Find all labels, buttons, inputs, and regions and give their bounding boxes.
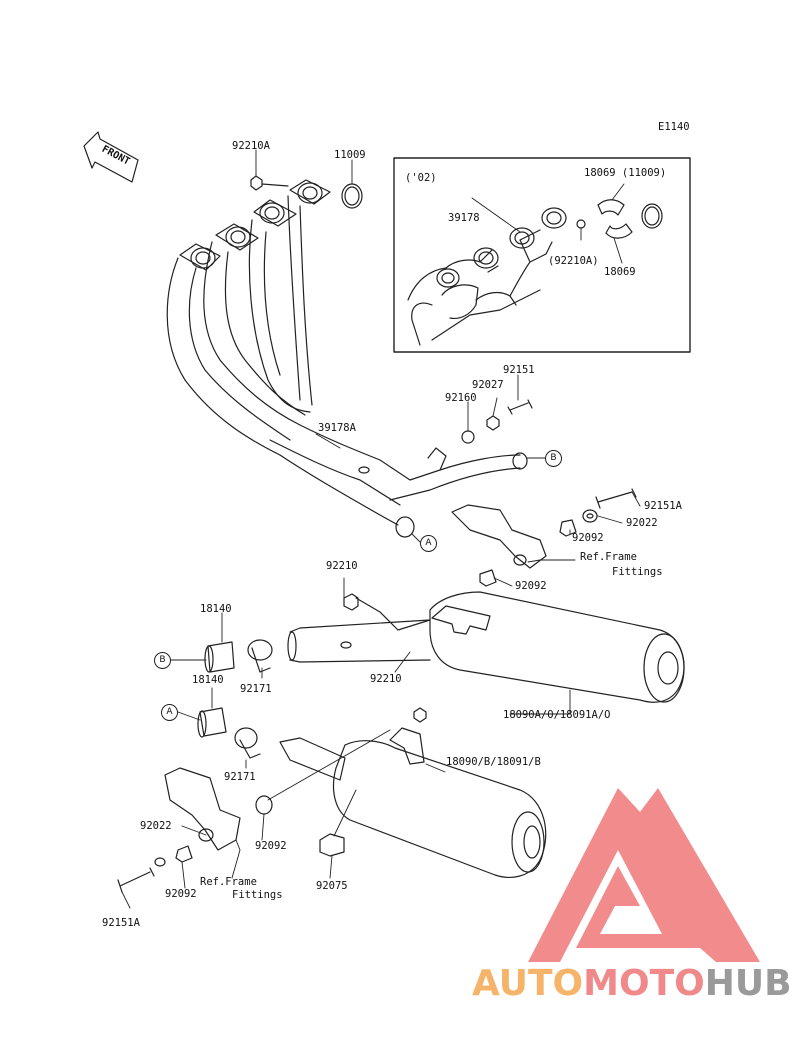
part-label-92210-mid: 92210: [370, 673, 402, 685]
ref-frame-label-left: Ref.Frame: [200, 876, 257, 888]
watermark-text: AUTOMOTOHUB: [472, 963, 792, 1004]
inset-flanges: [576, 199, 663, 239]
inset-header-pipes: [407, 207, 567, 346]
part-label-92022-left: 92022: [140, 820, 172, 832]
part-label-18069: 18069: [604, 266, 636, 278]
watermark-hub: HUB: [704, 963, 792, 1004]
fittings-label-right: Fittings: [612, 566, 663, 578]
marker-b-right: B: [545, 450, 562, 467]
part-label-18090B: 18090/B/18091/B: [446, 756, 541, 768]
part-label-18069-11009: 18069 (11009): [584, 167, 667, 179]
part-label-18140-upper: 18140: [200, 603, 232, 615]
part-label-92210-upper: 92210: [326, 560, 358, 572]
part-label-92171-lower: 92171: [224, 771, 256, 783]
leader-lines: [121, 149, 641, 909]
front-arrow-icon: [83, 131, 139, 183]
inset-year-label: ('02): [405, 172, 437, 184]
watermark-moto: MOTO: [583, 963, 705, 1004]
part-label-92151: 92151: [503, 364, 535, 376]
part-label-92027: 92027: [472, 379, 504, 391]
part-label-92022-right: 92022: [626, 517, 658, 529]
collars-clamps: [197, 639, 273, 759]
upper-fasteners: [461, 399, 637, 587]
part-label-92151A-right: 92151A: [644, 500, 682, 512]
marker-leaders: [169, 457, 546, 721]
part-label-92151A-left: 92151A: [102, 917, 140, 929]
part-label-39178A: 39178A: [318, 422, 356, 434]
part-label-92092-left2: 92092: [165, 888, 197, 900]
part-label-92092-left1: 92092: [255, 840, 287, 852]
part-label-92075: 92075: [316, 880, 348, 892]
part-label-92092-right2: 92092: [515, 580, 547, 592]
top-nut-gasket: [250, 175, 363, 209]
part-label-92160: 92160: [445, 392, 477, 404]
ref-frame-label-right: Ref.Frame: [580, 551, 637, 563]
right-bracket: [451, 504, 547, 569]
fittings-label-left: Fittings: [232, 889, 283, 901]
part-label-18090A: 18090A/O/18091A/O: [503, 709, 611, 721]
part-label-92092-right1: 92092: [572, 532, 604, 544]
part-label-92210A-top: 92210A: [232, 140, 270, 152]
marker-a-right: A: [420, 535, 437, 552]
diagram-code: E1140: [658, 121, 690, 133]
lower-muffler: [279, 707, 547, 878]
part-label-92210A-inset: (92210A): [548, 255, 599, 267]
header-pipes: [166, 179, 528, 538]
part-label-39178: 39178: [448, 212, 480, 224]
watermark-logo-icon: [528, 788, 760, 962]
part-label-18140-lower: 18140: [192, 674, 224, 686]
inset-box: [393, 157, 691, 353]
part-label-11009-top: 11009: [334, 149, 366, 161]
part-label-92171-upper: 92171: [240, 683, 272, 695]
marker-a-left: A: [161, 704, 178, 721]
watermark-auto: AUTO: [472, 963, 584, 1004]
upper-muffler: [287, 591, 685, 703]
marker-b-left: B: [154, 652, 171, 669]
